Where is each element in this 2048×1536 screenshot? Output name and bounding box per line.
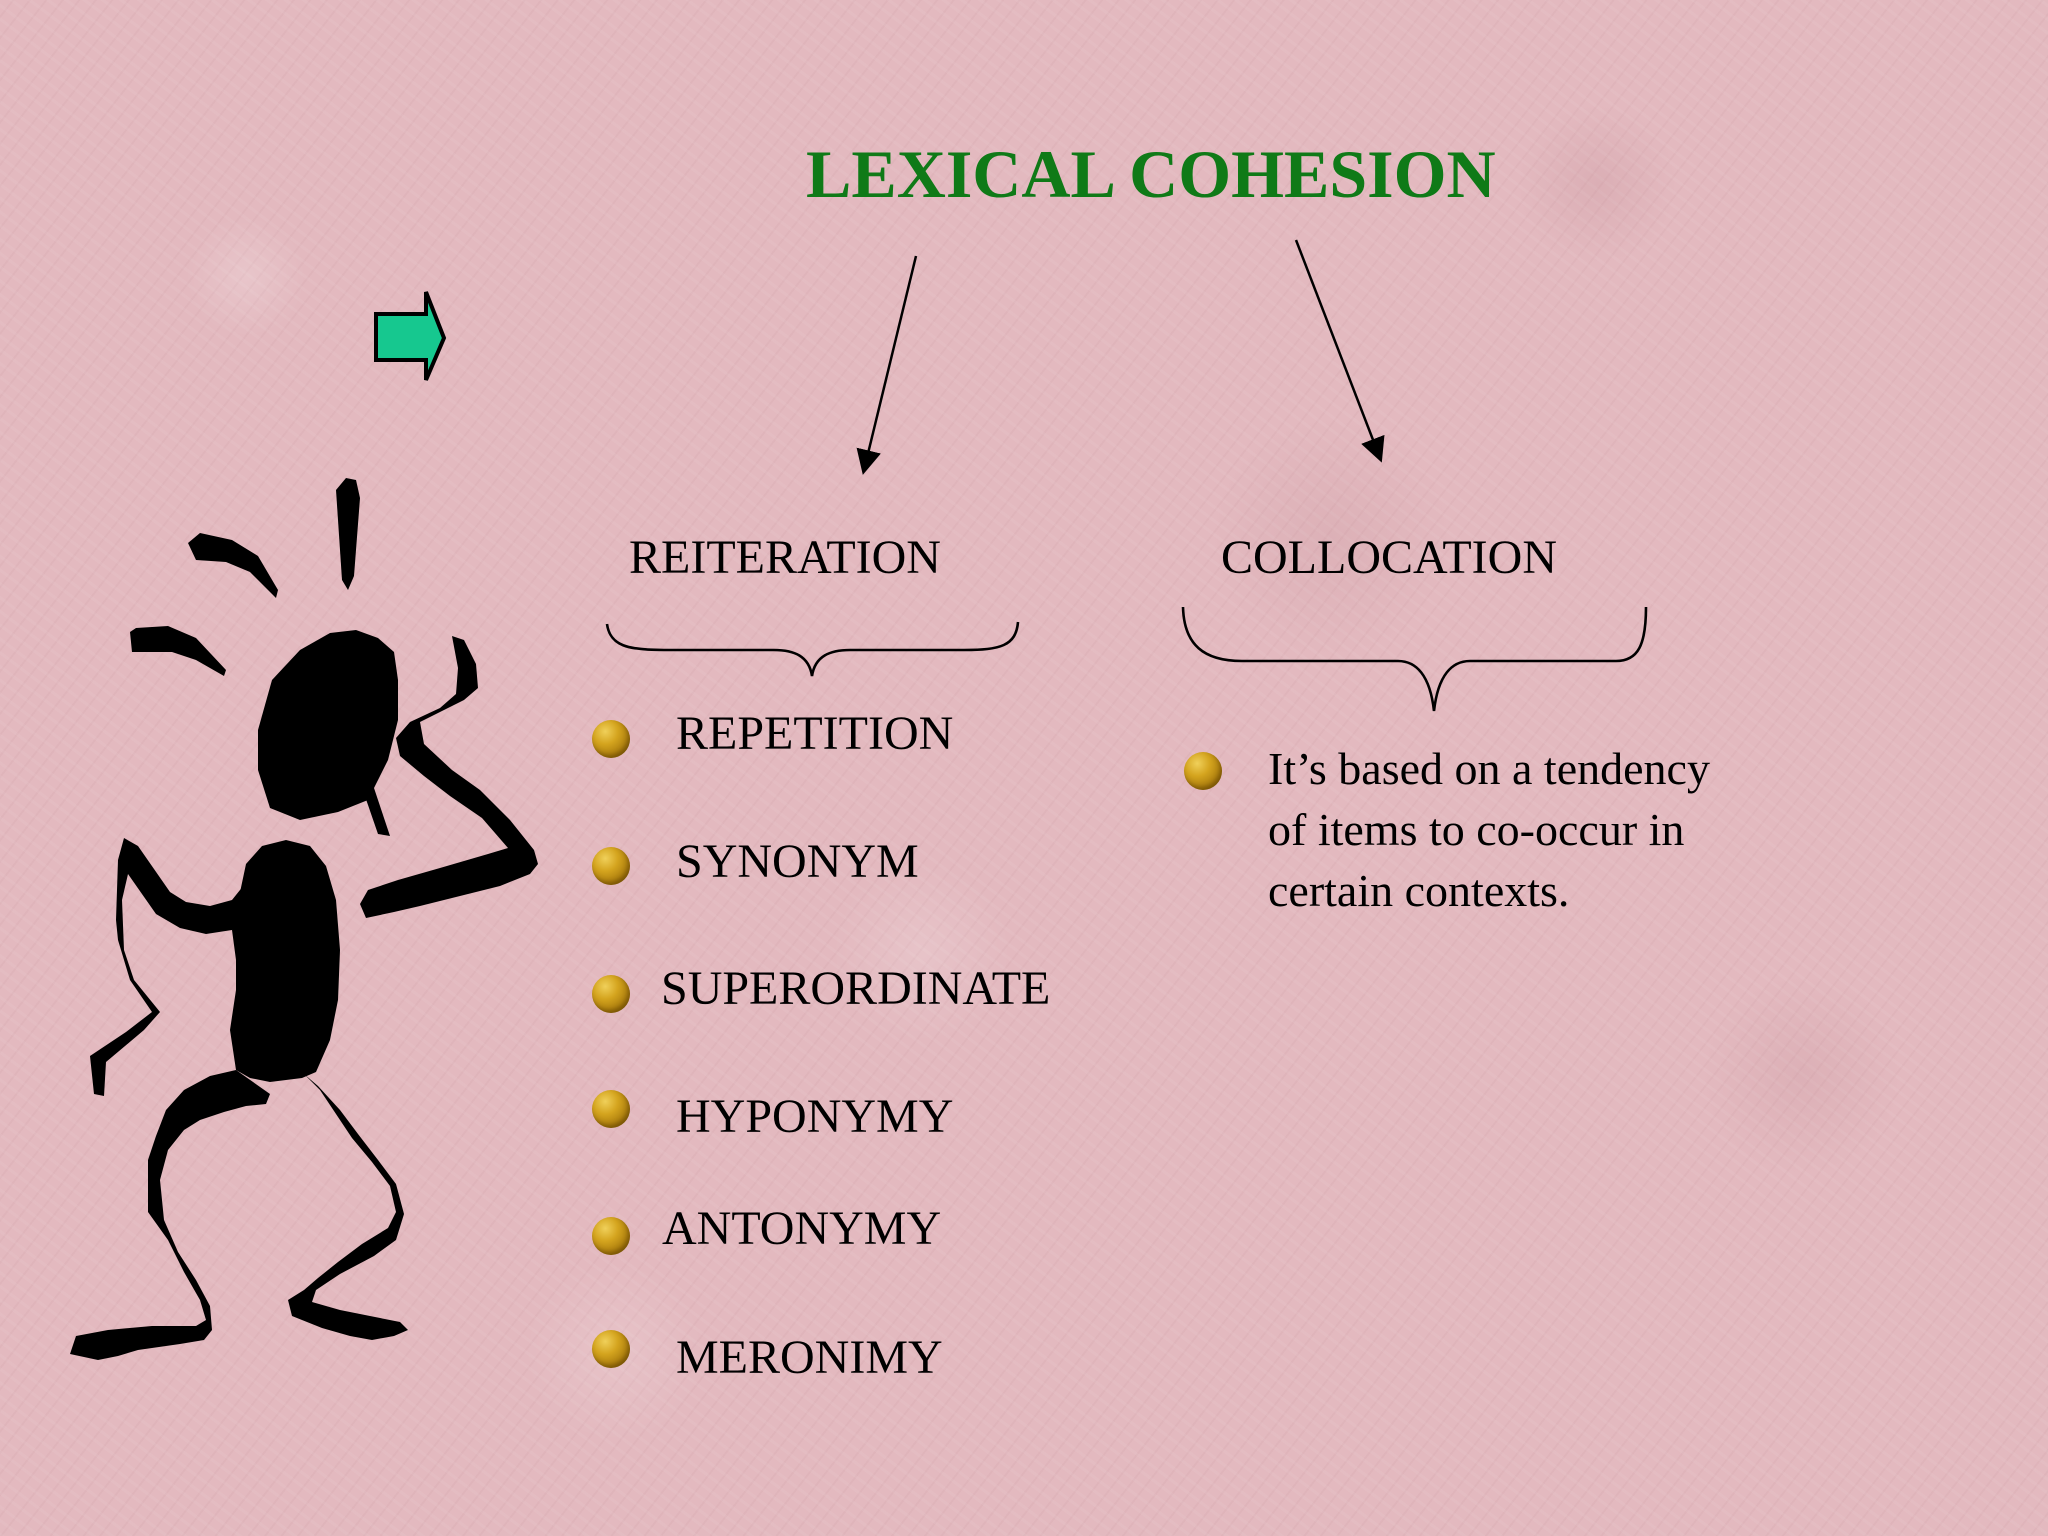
exclamation-mark-icon: [336, 478, 360, 590]
gold-ball-bullet-icon: [592, 1330, 630, 1368]
head-shape: [258, 630, 398, 820]
gold-ball-bullet-icon: [592, 720, 630, 758]
reiteration-brace: [605, 621, 1020, 677]
reiteration-heading: REITERATION: [629, 531, 941, 584]
list-item-label: HYPONYMY: [676, 1090, 954, 1143]
confused-figure-illustration: [70, 478, 538, 1360]
gold-ball-bullet-icon: [592, 975, 630, 1013]
torso-shape: [230, 840, 340, 1082]
gold-ball-bullet-icon: [592, 847, 630, 885]
gold-ball-bullet-icon: [592, 1090, 630, 1128]
list-item-label: ANTONYMY: [662, 1202, 942, 1255]
collocation-description: It’s based on a tendency of items to co-…: [1268, 743, 1710, 916]
list-item-label: REPETITION: [676, 707, 954, 760]
list-item-label: MERONIMY: [676, 1331, 943, 1384]
collocation-brace: [1181, 606, 1648, 712]
gold-ball-bullet-icon: [592, 1217, 630, 1255]
list-item-label: SUPERORDINATE: [661, 962, 1051, 1015]
gold-ball-bullet-icon: [1184, 752, 1222, 790]
collocation-heading: COLLOCATION: [1221, 531, 1557, 584]
slide-title: LEXICAL COHESION: [806, 136, 1496, 212]
list-item-label: SYNONYM: [676, 835, 919, 888]
right-arrow-icon[interactable]: [374, 286, 447, 384]
